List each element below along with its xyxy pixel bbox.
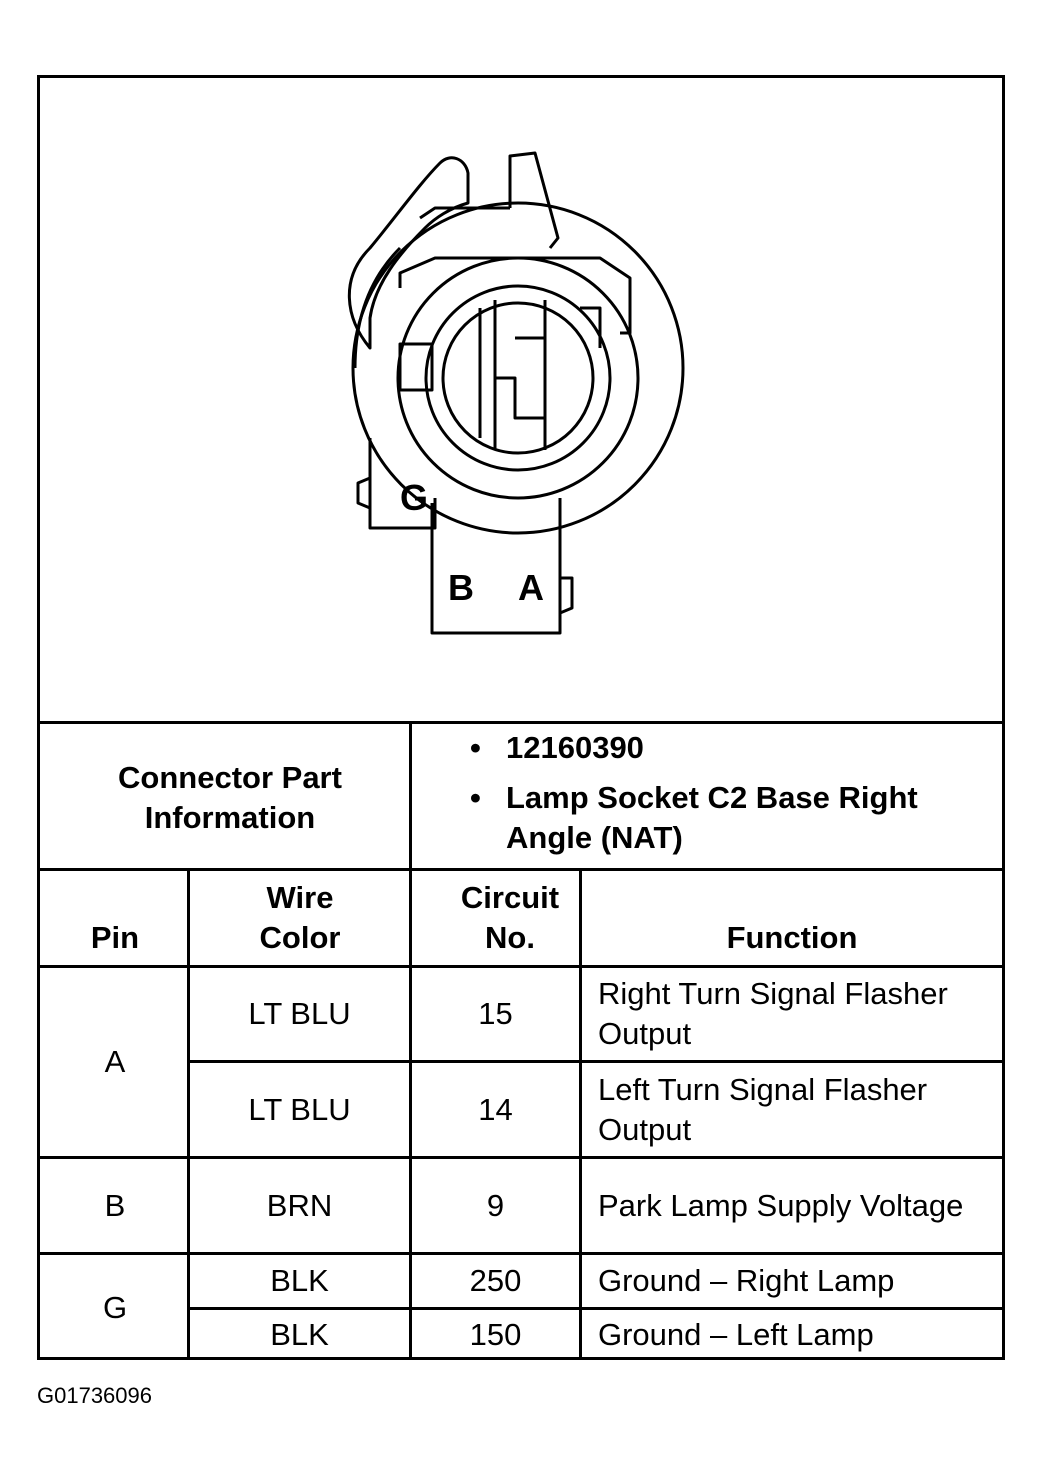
table-row-function: Right Turn Signal Flasher Output: [598, 976, 948, 1051]
table-row-wire: LT BLU: [248, 1091, 351, 1127]
table-row-circuit: 250: [469, 1263, 522, 1298]
lamp-socket-illustration: G B A: [347, 151, 685, 635]
pin-cell-b: B: [104, 1187, 126, 1223]
pin-label-g: G: [400, 477, 428, 518]
divider: [187, 1307, 1002, 1310]
divider: [187, 1060, 1002, 1063]
table-row-circuit: 150: [469, 1317, 522, 1352]
part-info-header: Connector Part Information: [118, 760, 342, 835]
divider: [40, 1252, 1002, 1255]
pin-cell-g: G: [102, 1289, 128, 1325]
connector-figure: G B A Connector Part Information • 12160…: [37, 75, 1005, 1360]
pin-label-b: B: [448, 567, 474, 608]
pin-label-a: A: [518, 567, 544, 608]
part-number-item: • 12160390: [470, 728, 1010, 768]
part-description: Lamp Socket C2 Base Right Angle (NAT): [506, 780, 918, 855]
table-row-wire: BLK: [270, 1317, 329, 1352]
part-info-list: • 12160390 • Lamp Socket C2 Base Right A…: [470, 728, 1010, 868]
divider: [40, 1156, 1002, 1159]
table-row-circuit: 15: [478, 996, 513, 1031]
pin-cell-a: A: [104, 1044, 126, 1079]
table-row-function: Left Turn Signal Flasher Output: [598, 1071, 928, 1147]
table-row-wire: BLK: [270, 1263, 329, 1298]
column-header-function: Function: [726, 920, 858, 955]
divider: [187, 868, 190, 1360]
part-number: 12160390: [506, 730, 644, 765]
column-header-pin: Pin: [90, 920, 140, 955]
column-header-wire-color: Wire Color: [259, 880, 341, 955]
divider: [40, 868, 1002, 871]
table-row-wire: LT BLU: [248, 996, 351, 1031]
figure-id: G01736096: [37, 1383, 152, 1408]
divider: [409, 721, 412, 868]
table-row-function: Ground – Right Lamp: [598, 1263, 895, 1298]
part-description-item: • Lamp Socket C2 Base Right Angle (NAT): [470, 778, 1010, 858]
table-row-function: Ground – Left Lamp: [598, 1317, 874, 1352]
table-row-circuit: 14: [478, 1091, 513, 1127]
divider: [409, 868, 412, 1360]
table-row-wire: BRN: [266, 1187, 333, 1223]
column-header-circuit-no: Circuit No.: [460, 880, 560, 955]
table-row-circuit: 9: [486, 1187, 505, 1223]
divider: [40, 965, 1002, 968]
connector-drawing: G B A: [40, 78, 1002, 721]
divider: [40, 721, 1002, 724]
table-row-function: Park Lamp Supply Voltage: [598, 1187, 964, 1223]
divider: [579, 868, 582, 1360]
